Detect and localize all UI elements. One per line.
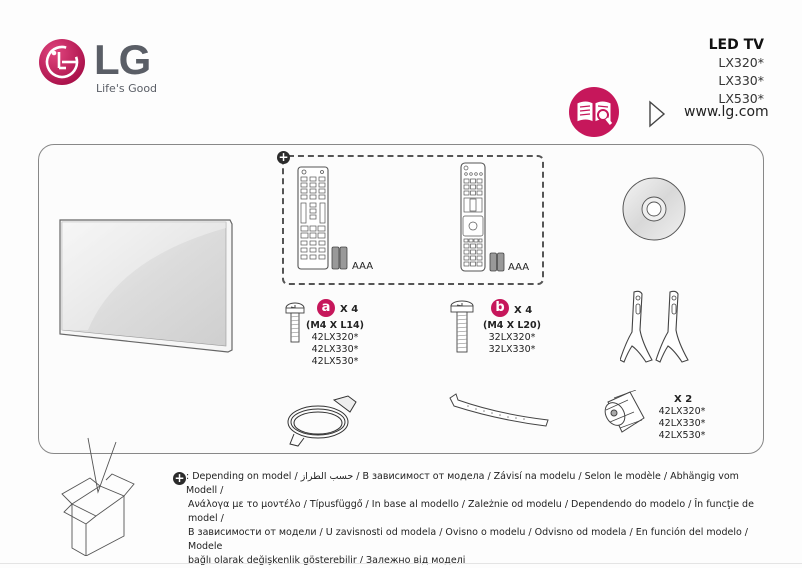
model-item: LX330* <box>718 73 764 88</box>
screw-a-illustration <box>285 302 305 343</box>
model-item: 32LX330* <box>488 344 536 355</box>
footnote-text: : Depending on model / حسب الطراز / В за… <box>172 470 772 568</box>
screw-b-quantity: X 4 <box>514 305 533 316</box>
stand-legs-illustration <box>620 290 689 363</box>
tv-illustration <box>59 219 233 353</box>
model-item: 42LX530* <box>658 430 706 441</box>
lg-logo-icon <box>39 39 85 85</box>
website-link[interactable]: www.lg.com <box>684 104 769 120</box>
battery-icon <box>489 252 505 272</box>
model-item: LX530* <box>718 91 764 106</box>
remote-control-1-illustration <box>297 166 329 270</box>
screw-b-badge: b <box>491 299 509 317</box>
footnote-line: Ανάλογα με το μοντέλο / Típusfüggő / In … <box>188 499 754 524</box>
optional-plus-icon: + <box>277 150 290 164</box>
product-title-block: LED TV LX320* LX330* LX530* <box>709 36 764 108</box>
spacer-models: 42LX320* 42LX330* 42LX530* <box>654 406 710 442</box>
brand-tagline: Life's Good <box>96 82 158 95</box>
page-bottom-divider <box>0 563 802 564</box>
spacer-illustration <box>604 390 645 433</box>
model-item: 42LX330* <box>658 418 706 429</box>
model-item: 42LX530* <box>311 356 359 367</box>
model-item: 42LX320* <box>658 406 706 417</box>
brand-name: LG <box>94 36 151 83</box>
footnote-line: В зависимости от модели / U zavisnosti o… <box>188 527 749 552</box>
screw-a-quantity: X 4 <box>340 304 359 315</box>
model-item: 42LX320* <box>311 332 359 343</box>
footnote-line: : Depending on model / حسب الطراز / В за… <box>186 471 739 496</box>
battery-label: AAA <box>508 262 530 273</box>
product-type: LED TV <box>708 37 764 53</box>
screw-b-illustration <box>450 300 474 353</box>
spacer-quantity: X 2 <box>674 394 693 405</box>
power-cord-illustration <box>287 395 357 447</box>
open-box-illustration <box>61 437 135 556</box>
model-item: 32LX320* <box>488 332 536 343</box>
remote-control-2-illustration <box>460 162 486 272</box>
screw-a-spec-block: (M4 X L14) 42LX320* 42LX330* 42LX530* <box>300 320 370 368</box>
optional-items-box <box>282 155 544 285</box>
battery-icon <box>331 246 348 270</box>
screw-a-spec: (M4 X L14) <box>306 320 364 331</box>
battery-label: AAA <box>352 261 374 272</box>
screw-a-badge: a <box>317 299 335 317</box>
model-item: LX320* <box>718 55 764 70</box>
model-item: 42LX330* <box>311 344 359 355</box>
book-magnifier-icon <box>569 87 619 137</box>
cable-tie-illustration <box>449 393 549 427</box>
footnote-plus-icon: + <box>173 471 186 485</box>
screw-b-spec-block: (M4 X L20) 32LX320* 32LX330* <box>476 320 548 356</box>
cd-disc-illustration <box>622 177 686 241</box>
screw-b-spec: (M4 X L20) <box>483 320 541 331</box>
triangle-right-icon <box>649 100 666 128</box>
footnote-line: bağlı olarak değişkenlik gösterebilir / … <box>188 555 466 566</box>
